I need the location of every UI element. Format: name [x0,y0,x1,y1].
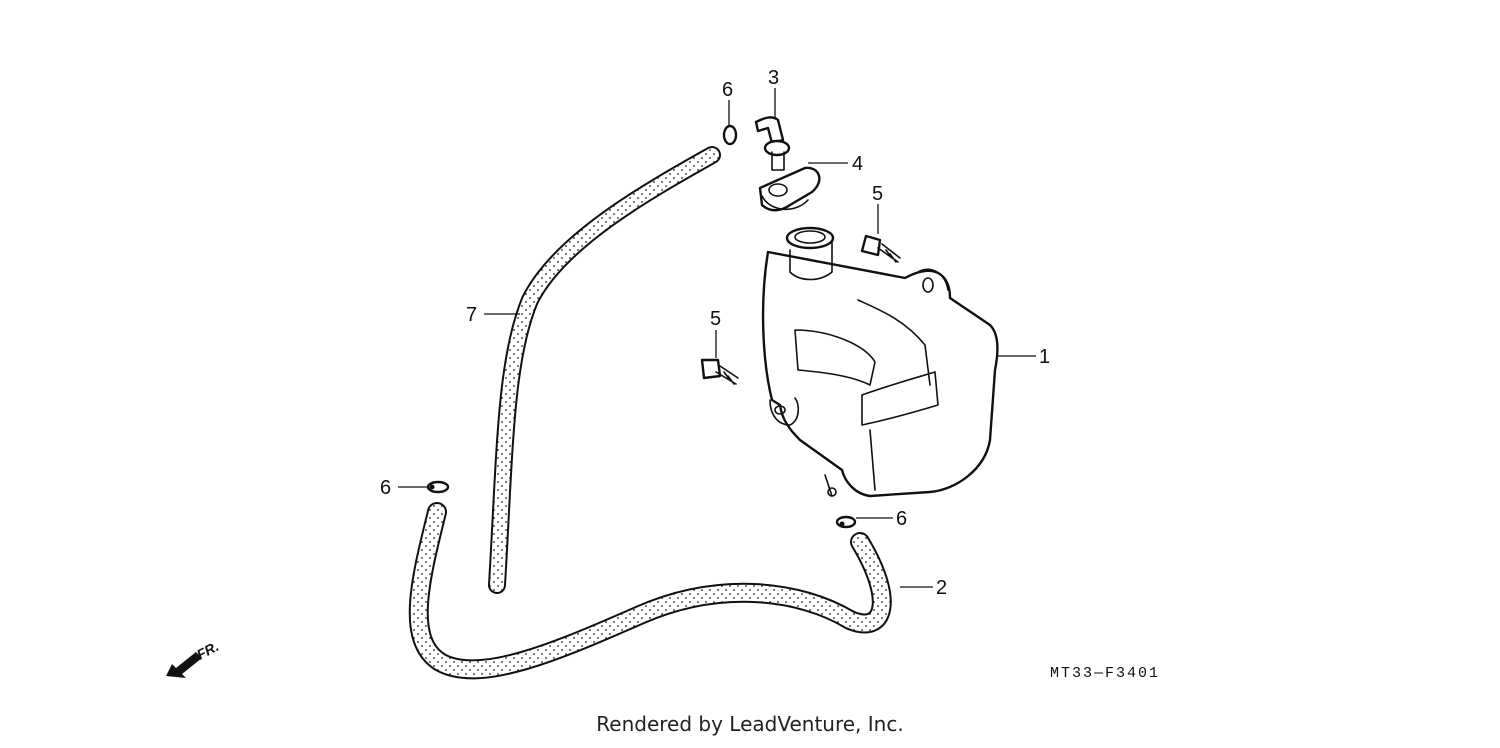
footer-credit: Rendered by LeadVenture, Inc. [596,712,904,736]
callout-5-right: 5 [872,183,883,205]
callout-6-left: 6 [380,477,391,499]
callout-6-right: 6 [896,508,907,530]
bolt-right [860,234,901,263]
callout-7: 7 [466,304,477,326]
leader-lines [398,88,1036,588]
clip-right [835,515,857,529]
diagram-code: MT33—F3401 [1050,665,1160,682]
callout-1: 1 [1039,346,1050,368]
clip-left [426,480,450,494]
reserve-tank [761,226,999,498]
lower-hose [408,502,892,680]
callout-2: 2 [936,577,947,599]
callout-4: 4 [852,153,863,175]
callout-6-top: 6 [722,79,733,101]
cap-fitting [754,116,791,171]
callout-5-left: 5 [710,308,721,330]
upper-hose [488,146,721,594]
callout-3: 3 [768,67,779,89]
front-arrow-icon [166,652,202,678]
bolt-left [700,358,739,385]
clip-top [722,124,738,146]
radiator-cap [758,166,821,212]
